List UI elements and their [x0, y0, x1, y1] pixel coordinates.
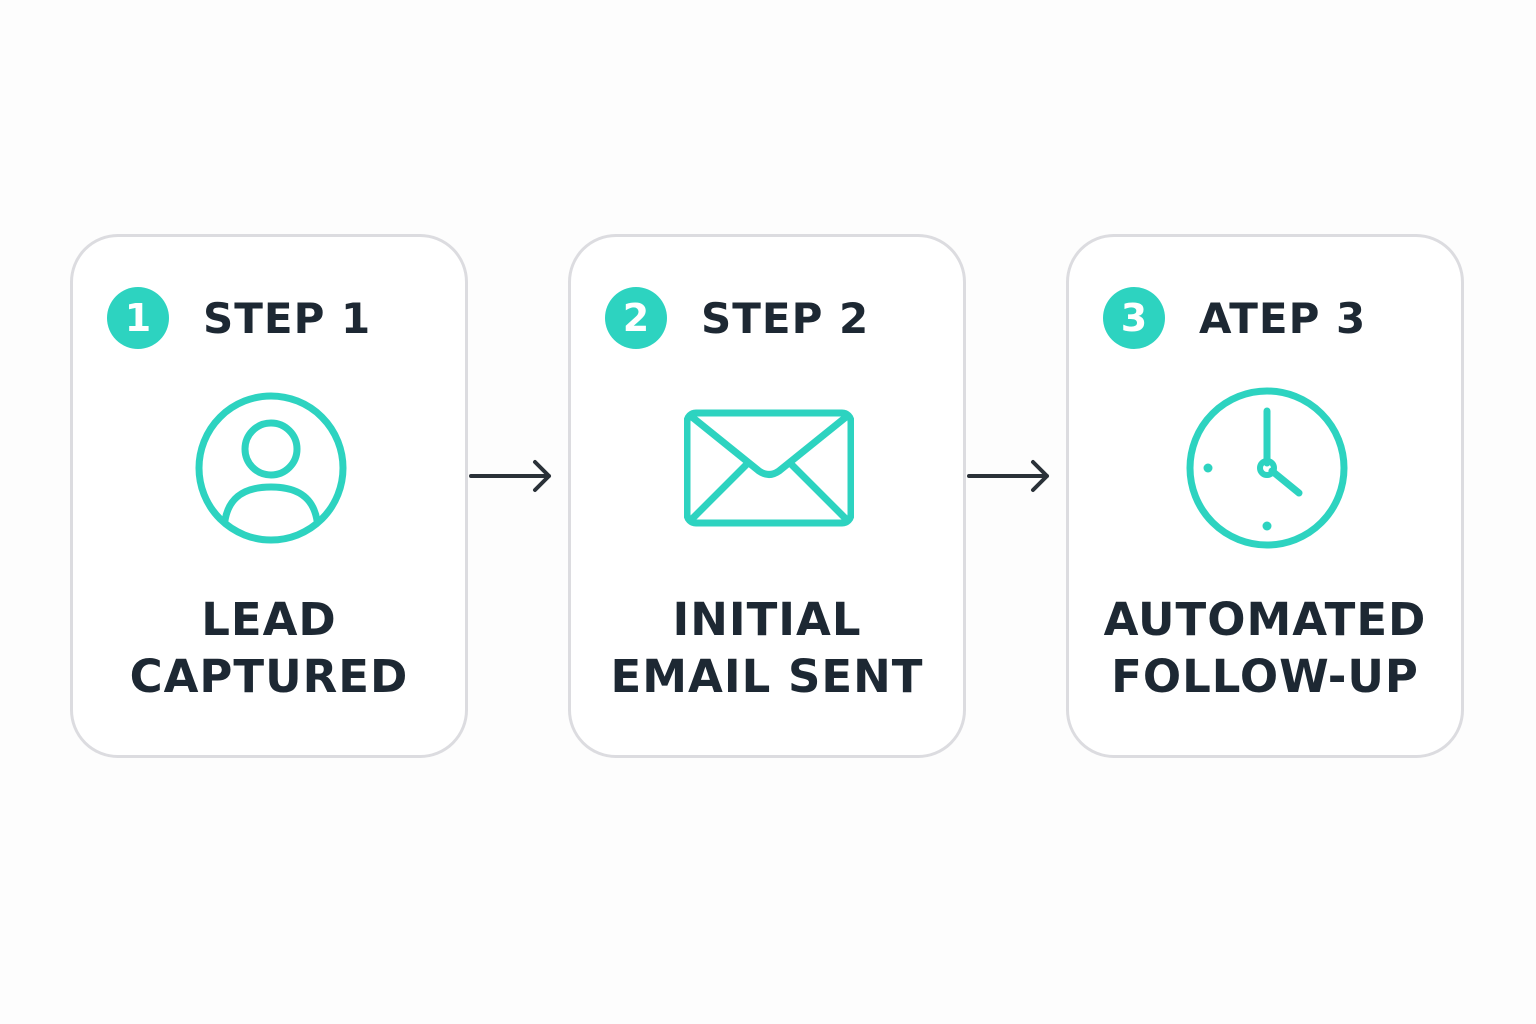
- step-number-badge-1: 1: [107, 287, 169, 349]
- step-header-2: 2 STEP 2: [605, 287, 869, 349]
- envelope-icon: [684, 383, 854, 553]
- step-header-3: 3 ATEP 3: [1103, 287, 1366, 349]
- arrow-right-icon: [469, 458, 555, 494]
- step-number-badge-3: 3: [1103, 287, 1165, 349]
- step-label-1: STEP 1: [203, 293, 372, 343]
- step-caption-3: AUTOMATED FOLLOW-UP: [1069, 591, 1461, 705]
- step-label-3: ATEP 3: [1199, 293, 1367, 343]
- step-card-1: 1 STEP 1 LEAD CAPTURED: [70, 234, 468, 758]
- step-caption-line: AUTOMATED: [1103, 593, 1427, 646]
- clock-icon: [1182, 383, 1352, 553]
- user-icon: [186, 383, 356, 553]
- step-header-1: 1 STEP 1: [107, 287, 371, 349]
- step-number-badge-2: 2: [605, 287, 667, 349]
- arrow-right-icon: [967, 458, 1053, 494]
- step-caption-line: CAPTURED: [129, 650, 409, 703]
- step-label-2: STEP 2: [701, 293, 870, 343]
- step-caption-line: FOLLOW-UP: [1111, 650, 1419, 703]
- step-caption-line: LEAD: [201, 593, 337, 646]
- step-caption-line: INITIAL: [672, 593, 862, 646]
- step-caption-1: LEAD CAPTURED: [73, 591, 465, 705]
- step-card-2: 2 STEP 2 INITIAL EMAIL SENT: [568, 234, 966, 758]
- step-card-3: 3 ATEP 3 AUTOMATED FOLLOW-UP: [1066, 234, 1464, 758]
- step-caption-2: INITIAL EMAIL SENT: [571, 591, 963, 705]
- step-caption-line: EMAIL SENT: [610, 650, 924, 703]
